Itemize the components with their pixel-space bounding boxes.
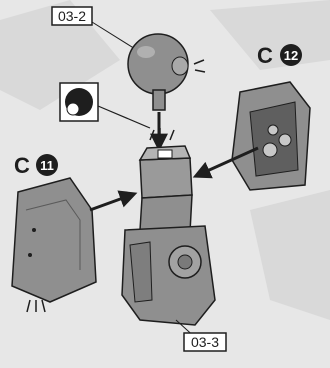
indicator-arrow (98, 106, 150, 128)
part-label-c11: C 11 (14, 153, 58, 178)
right-armor-part (232, 82, 310, 190)
arrow-left-part (90, 194, 134, 210)
torso-block (140, 128, 192, 232)
ball-joint-part (128, 34, 205, 110)
left-armor-part (12, 178, 96, 312)
lower-body-part (122, 226, 215, 325)
part-letter-right: C (257, 43, 273, 68)
part-number-right: 12 (284, 48, 298, 63)
part-number-left: 11 (40, 158, 54, 173)
callout-label-top: 03-2 (58, 8, 86, 24)
part-letter-left: C (14, 153, 30, 178)
callout-label-bottom: 03-3 (191, 334, 219, 350)
polycap-indicator-icon (60, 83, 98, 121)
